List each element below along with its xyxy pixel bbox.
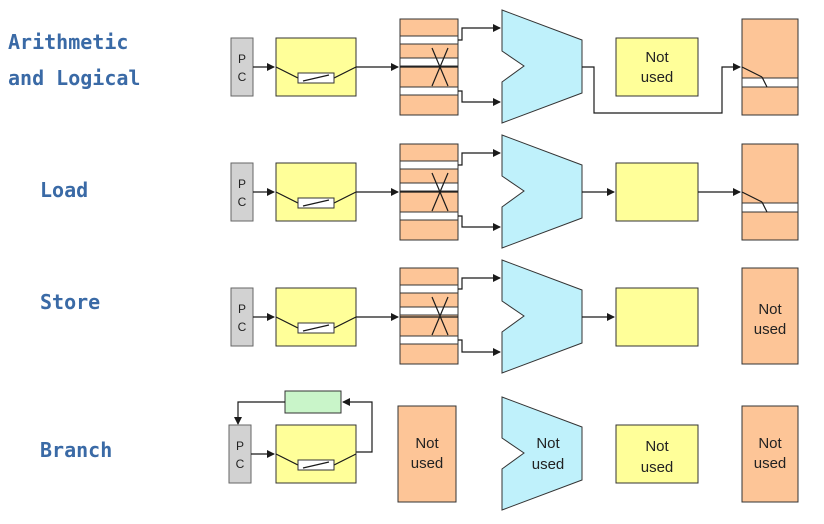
wb-text-1: Not (758, 435, 782, 452)
reg-text-1: Not (415, 435, 439, 452)
data-memory: Not used (615, 37, 699, 97)
pc-register: P C (228, 424, 252, 484)
reg-text-2: used (411, 455, 444, 472)
pc-label-p: P (238, 302, 246, 316)
pc-register: P C (230, 162, 254, 222)
writeback-register (741, 143, 799, 241)
alu: Not used (501, 396, 583, 511)
register-file (399, 267, 459, 365)
instruction-memory (275, 37, 357, 97)
register-file: Not used (397, 405, 457, 503)
pc-label-p: P (236, 439, 244, 453)
data-memory (615, 287, 699, 347)
instruction-memory (275, 424, 357, 484)
row-label-line2: and Logical (8, 66, 140, 90)
pc-register: P C (230, 287, 254, 347)
row-branch: Branch P C Not used Not used (40, 390, 799, 511)
pc-label-p: P (238, 177, 246, 191)
alu (501, 259, 583, 374)
writeback-register (741, 18, 799, 116)
register-file (399, 143, 459, 241)
branch-adder (284, 390, 342, 414)
pc-label-p: P (238, 52, 246, 66)
data-memory: Not used (615, 424, 699, 484)
row-label-line1: Arithmetic (8, 30, 128, 54)
writeback-register: Not used (741, 405, 799, 503)
row-arithmetic-logical: Arithmetic and Logical P C (8, 9, 799, 124)
row-label: Store (40, 290, 100, 314)
pc-label-c: C (238, 70, 247, 84)
row-load: Load P C (40, 134, 799, 249)
alu (501, 134, 583, 249)
row-label: Load (40, 178, 88, 202)
data-memory (615, 162, 699, 222)
row-store: Store P C (40, 259, 799, 374)
pc-register: P C (230, 37, 254, 97)
wb-text-2: used (754, 455, 787, 472)
instruction-memory (275, 162, 357, 222)
wb-text-1: Not (758, 301, 782, 318)
dmem-text-2: used (641, 459, 674, 476)
wb-text-2: used (754, 321, 787, 338)
dmem-text-1: Not (645, 49, 669, 66)
pc-label-c: C (236, 457, 245, 471)
alu-text-2: used (532, 456, 565, 473)
row-label: Branch (40, 438, 112, 462)
dmem-text-1: Not (645, 438, 669, 455)
instruction-memory (275, 287, 357, 347)
pc-label-c: C (238, 195, 247, 209)
dmem-text-2: used (641, 69, 674, 86)
alu (501, 9, 583, 124)
register-file (399, 18, 459, 116)
writeback-register: Not used (741, 267, 799, 365)
alu-text-1: Not (536, 435, 560, 452)
pc-label-c: C (238, 320, 247, 334)
